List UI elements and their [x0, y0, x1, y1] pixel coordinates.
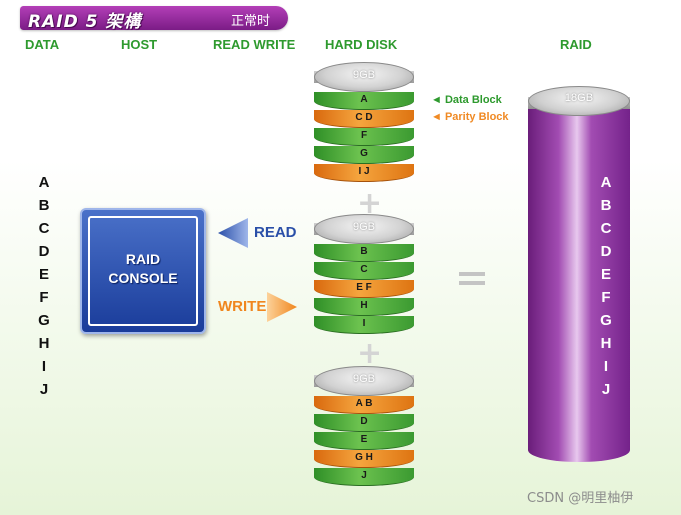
block-label: E F	[356, 282, 372, 293]
raid-console: RAID CONSOLE	[80, 208, 206, 334]
equals-icon	[459, 272, 485, 286]
parity-block: E F	[314, 280, 414, 298]
disk-capacity: 9GB	[352, 373, 375, 385]
title-banner: RAID 5 架構 正常时	[20, 6, 288, 32]
raid-letter: B	[600, 197, 612, 214]
write-label: WRITE	[218, 298, 267, 315]
data-letter: I	[41, 358, 47, 375]
raid-letter: A	[600, 174, 612, 191]
raid-letter: D	[600, 243, 612, 260]
raid-capacity: 18GB	[564, 92, 594, 104]
data-block: E	[314, 432, 414, 450]
block-label: D	[360, 416, 368, 427]
console-line1: RAID	[125, 251, 161, 267]
parity-block: I J	[314, 164, 414, 182]
disk-capacity: 9GB	[352, 221, 375, 233]
header-raid: RAID	[560, 37, 592, 52]
plus-icon: +	[357, 336, 383, 371]
block-label: B	[360, 246, 368, 257]
data-block: I	[314, 316, 414, 334]
disk-top	[314, 366, 414, 396]
block-label: E	[360, 434, 368, 445]
console-label: RAID CONSOLE	[82, 250, 204, 288]
data-letter: C	[38, 220, 50, 237]
data-block: H	[314, 298, 414, 316]
block-label: C	[360, 264, 368, 275]
write-arrow-icon	[267, 292, 297, 322]
parity-block: C D	[314, 110, 414, 128]
block-label: H	[360, 300, 368, 311]
banner-title: RAID 5 架構	[28, 12, 142, 32]
raid-letter: G	[600, 312, 612, 329]
data-letter: B	[38, 197, 50, 214]
disk-top	[314, 62, 414, 92]
raid-letter: E	[600, 266, 611, 283]
data-block: D	[314, 414, 414, 432]
data-block: A	[314, 92, 414, 110]
disk-top	[314, 214, 414, 244]
block-label: A	[360, 94, 368, 105]
header-read-write: READ WRITE	[213, 37, 296, 52]
watermark: CSDN @明里柚伊	[527, 491, 634, 506]
console-frame	[88, 216, 198, 326]
raid-letter: C	[600, 220, 612, 237]
disk-capacity: 9GB	[352, 69, 375, 81]
data-block: J	[314, 468, 414, 486]
raid-letter: I	[603, 358, 609, 375]
plus-icon: +	[357, 186, 383, 221]
header-data: DATA	[25, 37, 60, 52]
raid-letter: J	[601, 381, 611, 398]
data-letter: J	[39, 381, 49, 398]
data-block: G	[314, 146, 414, 164]
read-arrow-icon	[218, 218, 248, 248]
raid-letter: F	[601, 289, 611, 306]
block-label: I J	[358, 166, 370, 177]
read-label: READ	[254, 224, 297, 241]
raid-letter: H	[600, 335, 612, 352]
legend-parity-block: ◄ Parity Block	[431, 111, 509, 123]
block-label: I	[362, 318, 366, 329]
block-label: A B	[355, 398, 373, 409]
header-hard-disk: HARD DISK	[325, 37, 398, 52]
raid-volume	[528, 100, 630, 462]
data-letter: F	[39, 289, 49, 306]
console-line2: CONSOLE	[108, 270, 178, 286]
data-letter: E	[38, 266, 49, 283]
data-letter: A	[38, 174, 50, 191]
block-label: C D	[355, 112, 373, 123]
parity-block: A B	[314, 396, 414, 414]
banner-status: 正常时	[230, 14, 270, 29]
block-label: F	[360, 130, 368, 141]
data-letter: H	[38, 335, 50, 352]
header-host: HOST	[121, 37, 158, 52]
block-label: J	[361, 470, 367, 481]
raid-volume-top	[528, 86, 630, 116]
data-block: B	[314, 244, 414, 262]
block-label: G H	[355, 452, 373, 463]
data-block: C	[314, 262, 414, 280]
parity-block: G H	[314, 450, 414, 468]
data-block: F	[314, 128, 414, 146]
data-letter: G	[38, 312, 50, 329]
legend-data-block: ◄ Data Block	[431, 94, 502, 106]
block-label: G	[360, 148, 368, 159]
data-letter: D	[38, 243, 50, 260]
